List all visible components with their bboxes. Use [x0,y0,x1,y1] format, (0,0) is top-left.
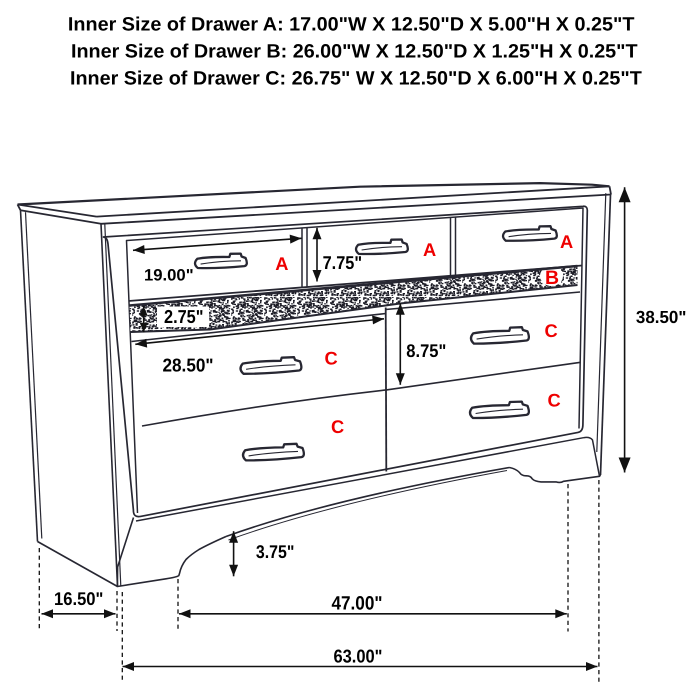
svg-text:19.00": 19.00" [144,266,194,284]
svg-text:47.00": 47.00" [332,594,383,615]
svg-text:A: A [275,253,288,274]
svg-text:8.75": 8.75" [406,340,446,361]
svg-text:16.50": 16.50" [54,588,103,609]
svg-text:63.00": 63.00" [334,646,383,667]
svg-text:A: A [423,239,436,260]
svg-text:C: C [548,390,561,411]
svg-text:Inner Size of Drawer A: 17.00": Inner Size of Drawer A: 17.00"W X 12.50"… [68,14,635,35]
svg-text:2.75": 2.75" [164,306,204,327]
svg-text:7.75": 7.75" [323,252,363,273]
svg-text:C: C [325,348,338,369]
svg-text:C: C [545,320,558,341]
svg-text:38.50": 38.50" [636,307,687,327]
svg-text:28.50": 28.50" [163,354,214,375]
svg-text:Inner Size of Drawer C: 26.75": Inner Size of Drawer C: 26.75" W X 12.50… [70,69,642,90]
svg-text:C: C [331,416,344,437]
svg-text:Inner Size of Drawer B: 26.00": Inner Size of Drawer B: 26.00"W X 12.50"… [71,41,638,62]
svg-text:3.75": 3.75" [256,541,295,562]
svg-text:A: A [560,231,573,252]
svg-text:B: B [545,267,559,289]
